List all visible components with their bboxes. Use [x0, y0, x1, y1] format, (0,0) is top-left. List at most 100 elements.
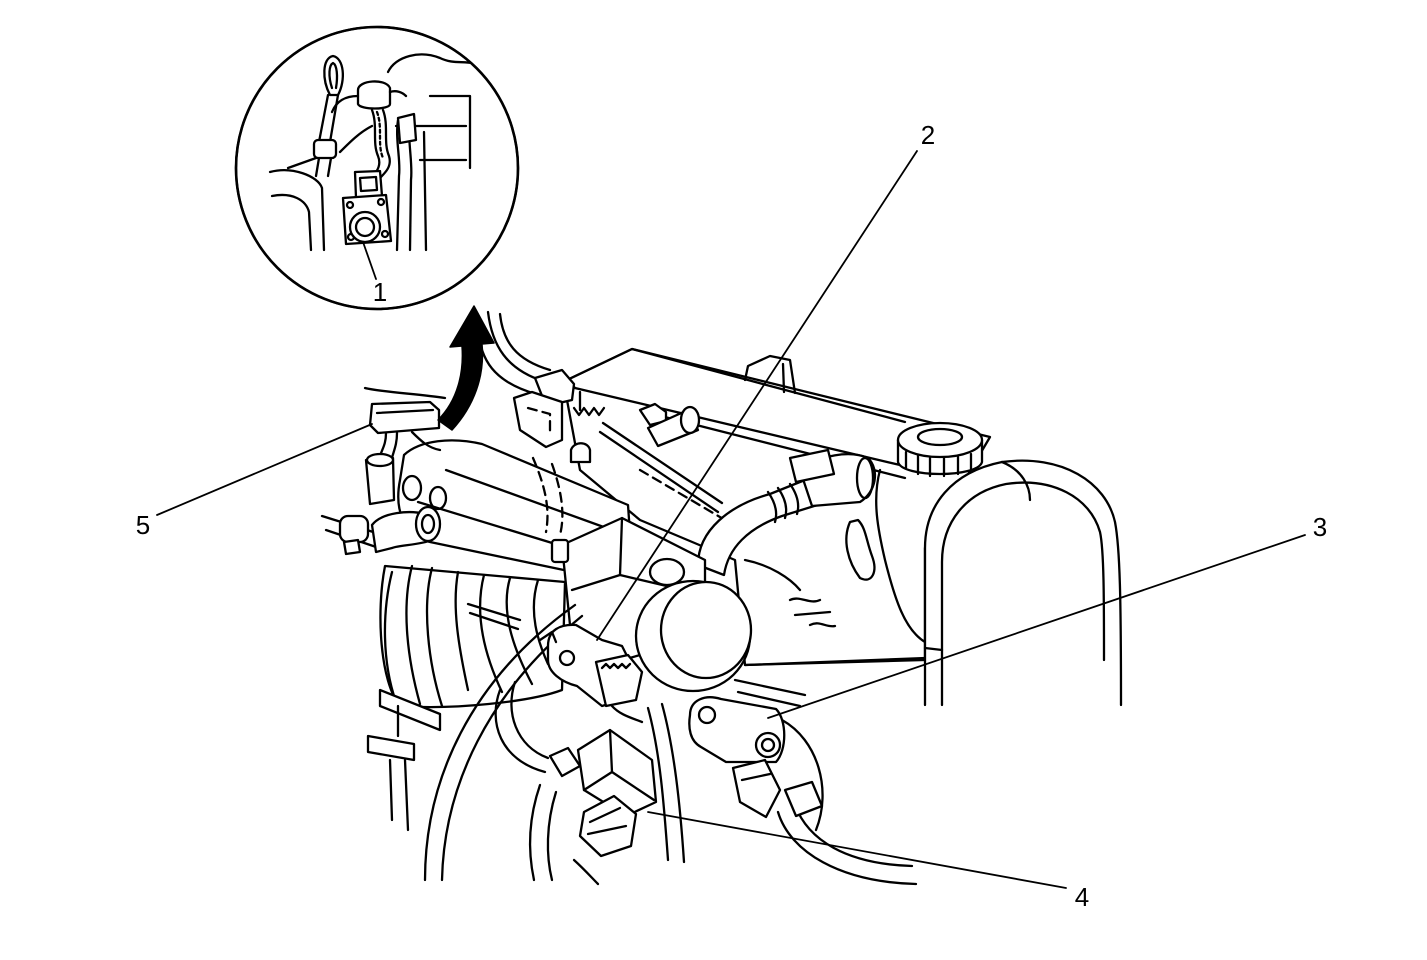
callout-labels: 1 2 3 4 5	[136, 120, 1327, 912]
component-4-edges	[582, 728, 656, 802]
cable-adjuster-knob	[569, 442, 592, 464]
vertical-hose-left	[646, 706, 670, 862]
callout-3-leader	[767, 534, 1306, 719]
callout-leaders	[156, 150, 1306, 889]
long-hose-outer	[423, 603, 577, 882]
sensor-1-bolt-hole-4	[380, 229, 390, 239]
component-4-side-plug	[548, 746, 582, 778]
callout-1-label: 1	[373, 277, 387, 307]
callout-5-label: 5	[136, 510, 150, 540]
component-3-nozzle	[754, 731, 782, 759]
inlet-hose-ribs	[766, 482, 800, 524]
hose-tail	[572, 858, 600, 886]
sensor-1-face	[354, 216, 376, 238]
component-4-connector-lines	[586, 806, 628, 836]
component-3-nozzle-bore	[760, 737, 776, 753]
plenum-hidden-runners	[531, 456, 564, 537]
inset-pipe-fitting	[396, 112, 418, 145]
oil-filler-cap	[896, 421, 984, 478]
throttle-body-lug	[550, 538, 570, 564]
cable-spring	[572, 406, 606, 417]
component-4-connector	[578, 794, 638, 858]
component-5-harness	[363, 386, 447, 400]
component-2-sensor	[538, 623, 644, 724]
inset-top-connector	[356, 80, 392, 110]
component-5-plug	[368, 400, 441, 435]
callout-5-leader	[156, 423, 373, 516]
throttle-body	[550, 516, 807, 708]
sensor-1-bolt-hole-2	[376, 197, 386, 207]
component-4-module	[548, 728, 658, 858]
component-5-tail-wire	[410, 430, 442, 452]
component-3-valve	[688, 696, 824, 819]
manifold-bracket-lower	[366, 734, 416, 762]
valve-cover-bracket	[743, 354, 797, 395]
throttle-cables	[476, 310, 727, 522]
timing-cover-outline	[923, 459, 1123, 707]
dipstick-tube	[314, 93, 340, 178]
head-slot	[845, 518, 876, 581]
component-5-sensor-top	[365, 452, 395, 468]
cable-1	[486, 310, 548, 384]
component-5-connector	[363, 386, 447, 506]
valve-cover-top-edge	[565, 347, 907, 424]
loop-hose-inner	[510, 680, 550, 760]
air-inlet-hose	[696, 448, 877, 577]
throttle-body-nut	[648, 557, 686, 587]
cable-2	[498, 312, 552, 372]
component-3-hose-clamp	[783, 780, 824, 818]
filler-cap-top	[896, 421, 984, 459]
inset-detail	[234, 25, 520, 311]
component-2-wire	[610, 704, 644, 724]
curved-arrow-icon	[437, 305, 495, 431]
filler-cap-center	[916, 427, 964, 447]
throttle-cable-upper	[601, 421, 724, 505]
lower-hose-right	[546, 790, 558, 882]
valve-cover-nut	[638, 402, 668, 427]
vertical-hose-right	[660, 702, 686, 864]
throttle-cable-hidden	[638, 468, 727, 522]
cable-bracket-hidden-line	[526, 406, 552, 434]
dipstick-collar	[312, 138, 338, 160]
inlet-hose-clamp	[788, 448, 836, 484]
inset-contents	[268, 53, 486, 252]
bottom-hose-outer	[776, 810, 918, 886]
vacuum-port-bore	[420, 513, 436, 535]
vacuum-port	[414, 505, 442, 543]
throttle-bore-face	[659, 580, 753, 680]
ignition-lead-end	[679, 405, 701, 435]
component-3-connector	[731, 758, 782, 819]
inset-left-block	[268, 156, 326, 252]
manifold-runner-lines	[383, 564, 550, 708]
component-2-connector	[594, 653, 644, 708]
filler-cap-grip-ribs	[904, 450, 973, 478]
plenum-port-2	[428, 485, 448, 511]
callout-2-leader	[596, 150, 918, 641]
component-3-connector-latch	[740, 772, 772, 782]
throttle-body-lower-lines	[733, 678, 807, 708]
throttle-cable-lower	[598, 430, 720, 514]
component-2-connector-teeth	[600, 662, 632, 670]
callout-4-label: 4	[1075, 882, 1089, 912]
component-2-screw	[538, 630, 558, 644]
sensor-1-body	[348, 210, 382, 244]
timing-cover-inner-rim	[940, 481, 1106, 707]
component-5-plug-ridge	[375, 408, 435, 415]
cable-bracket	[512, 390, 564, 449]
sensor-1-connector-inner	[358, 175, 379, 193]
component-3-mount-hole	[697, 705, 717, 725]
inset-harness-braid	[375, 110, 385, 160]
sensor-1-bolt-hole-1	[345, 200, 355, 210]
inset-border	[234, 25, 520, 311]
loop-hose-outer	[494, 688, 547, 774]
dipstick-handle-inner	[328, 61, 339, 90]
bottom-hose-inner	[793, 803, 914, 868]
dipstick-handle	[323, 54, 344, 97]
plenum-port-1	[401, 474, 423, 502]
manifold-bracket-upper	[378, 688, 442, 732]
callout-2-label: 2	[921, 120, 935, 150]
pulley-arc	[780, 718, 824, 832]
vacuum-clamp-tab	[342, 538, 362, 556]
component-2-mount-hole	[558, 649, 576, 667]
